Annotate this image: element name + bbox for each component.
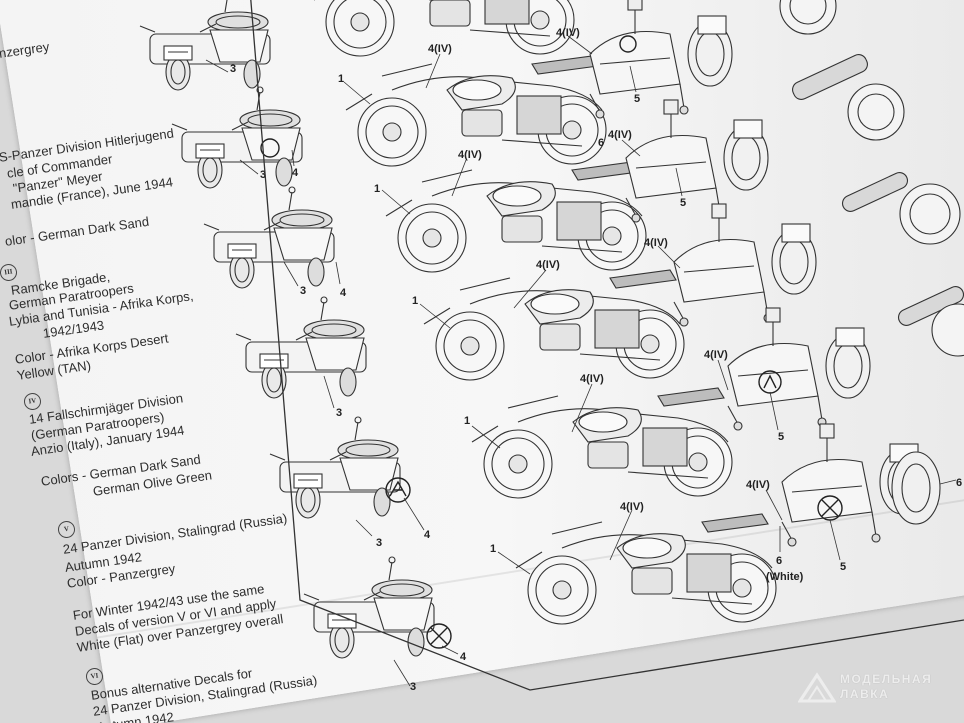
callout-3-c: 3: [300, 285, 306, 297]
callout-6-a: 6: [598, 137, 604, 149]
side-view-drawing-6: [515, 513, 777, 625]
front-view-drawing-1: [589, 0, 733, 119]
callout-4iv-a: 4(IV): [428, 43, 452, 55]
callout-5-a: 5: [634, 93, 640, 105]
callout-3-b: 3: [260, 169, 266, 181]
callout-1-b: 1: [374, 183, 380, 195]
right-edge-partial-drawings: [779, 0, 964, 525]
callout-1-d: 1: [464, 415, 470, 427]
callout-6-c: 6: [956, 477, 962, 489]
page-frame-line: [250, 0, 964, 691]
callout-1-e: 1: [490, 543, 496, 555]
rear-view-drawing-1: [139, 0, 271, 91]
callout-4iv-d: 4(IV): [580, 373, 604, 385]
callout-4-b: 4: [340, 287, 347, 299]
side-view-drawing-3: [385, 161, 647, 273]
store-watermark: МОДЕЛЬНАЯ ЛАВКА: [798, 665, 958, 717]
callout-leader-lines: [205, 35, 957, 687]
store-name-line1: МОДЕЛЬНАЯ: [840, 672, 933, 686]
callout-4iv-g: 4(IV): [608, 129, 632, 141]
side-view-drawing-4: [423, 269, 685, 381]
front-view-drawing-2: [625, 99, 769, 223]
callout-4iv-h: 4(IV): [644, 237, 668, 249]
store-watermark-text: МОДЕЛЬНАЯ ЛАВКА: [840, 672, 932, 702]
rear-view-drawing-4: [235, 296, 367, 399]
callout-4iv-e: 4(IV): [620, 501, 644, 513]
callout-3-e: 3: [376, 537, 382, 549]
rear-view-drawing-3: [203, 186, 335, 289]
callout-5-c: 5: [778, 431, 784, 443]
callout-5-b: 5: [680, 197, 686, 209]
callout-6-b: 6: [776, 555, 782, 567]
callout-4iv-i: 4(IV): [704, 349, 728, 361]
callout-1-c: 1: [412, 295, 418, 307]
callout-white: (White): [766, 571, 804, 583]
callout-4iv-j: 4(IV): [746, 479, 770, 491]
callout-3-a: 3: [230, 63, 236, 75]
callout-3-f: 3: [410, 681, 416, 693]
callout-4-d: 4: [460, 651, 467, 663]
store-logo-icon: [798, 672, 836, 703]
callout-4-a: 4: [292, 167, 299, 179]
front-view-drawing-4: [727, 307, 871, 431]
rear-view-drawing-2: [171, 86, 303, 189]
store-name-line2: ЛАВКА: [840, 687, 890, 701]
decal-symbols: [260, 35, 843, 649]
callout-3-d: 3: [336, 407, 342, 419]
front-view-drawing-3: [673, 203, 817, 327]
rear-view-drawing-6: [303, 556, 435, 659]
callout-4iv-b: 4(IV): [458, 149, 482, 161]
callout-4-c: 4: [424, 529, 431, 541]
callout-1-a: 1: [338, 73, 344, 85]
side-view-drawing-5: [471, 387, 733, 499]
callout-numbers: 3 3 3 3 3 3 4 4 4 4 1 1 1 1 1 4(IV) 4(IV…: [230, 27, 962, 693]
callout-5-d: 5: [840, 561, 846, 573]
callout-4iv-c: 4(IV): [536, 259, 560, 271]
callout-4iv-f: 4(IV): [556, 27, 580, 39]
